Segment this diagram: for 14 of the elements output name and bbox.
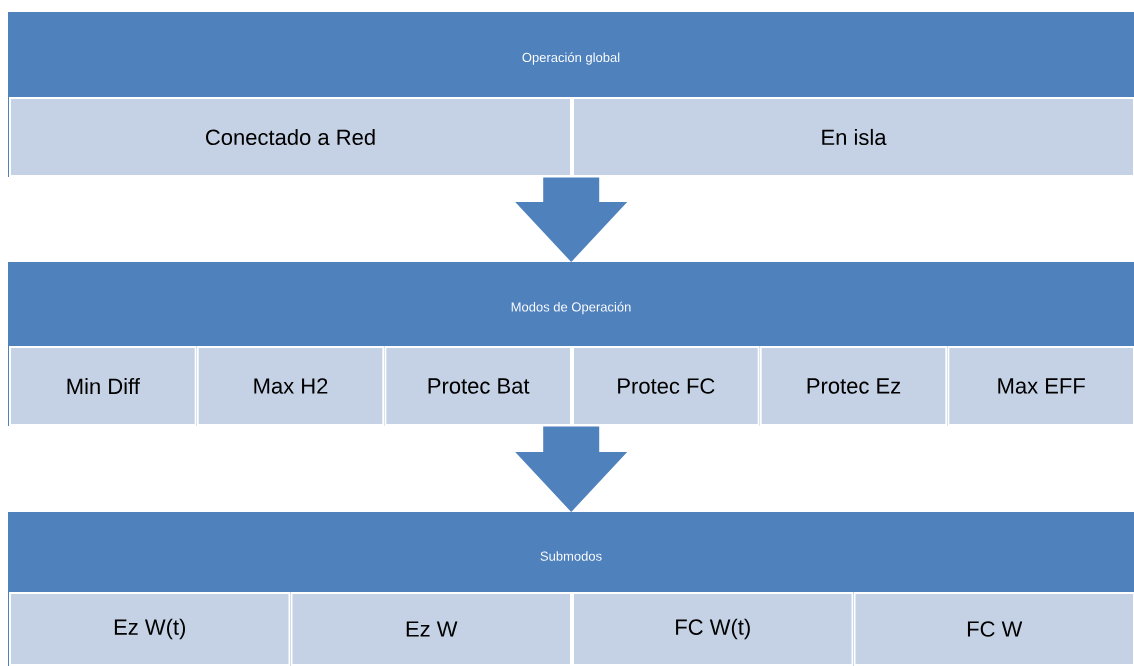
category-cell: Ez W(t)	[9, 592, 291, 666]
category-cell: En isla	[572, 97, 1134, 177]
category-cell: Ez W	[290, 592, 572, 666]
category-cell: Protec FC	[572, 346, 760, 426]
category-cell: Max H2	[196, 346, 385, 426]
category-cell: FC W	[853, 592, 1134, 666]
category-cell: Protec Ez	[759, 346, 948, 426]
category-cell: Min Diff	[9, 346, 197, 426]
block-arrow	[515, 426, 628, 512]
block-arrow	[515, 177, 628, 262]
category-cell: Conectado a Red	[9, 97, 572, 177]
category-cell: FC W(t)	[572, 592, 854, 666]
category-cell: Protec Bat	[384, 346, 572, 426]
category-cell: Max EFF	[947, 346, 1134, 426]
